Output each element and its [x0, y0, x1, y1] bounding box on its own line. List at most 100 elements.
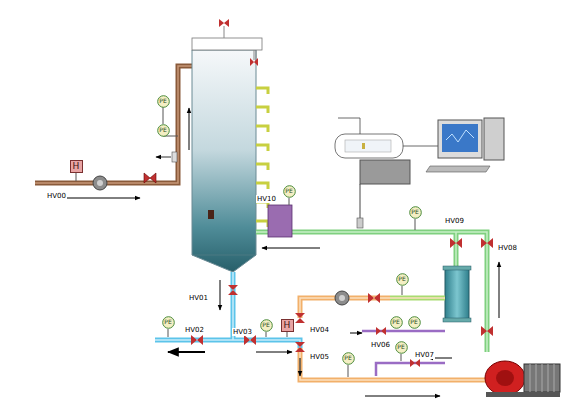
computer-part: [426, 166, 490, 172]
computer: [426, 118, 504, 172]
valve-tag: HV09: [444, 217, 465, 225]
valve-label: HV08: [497, 235, 518, 254]
valve-tag: HV10: [256, 195, 277, 203]
bottoms-pipe-part: [155, 272, 300, 348]
valve-symbol: [450, 238, 462, 248]
heat-exchanger: [443, 266, 471, 322]
valve-label: HV06: [370, 332, 391, 351]
instrument-circle-outline: [409, 206, 421, 218]
side-nozzles-part: [256, 126, 268, 132]
column: [192, 38, 262, 272]
sample-port-part: [156, 157, 171, 158]
instrument-tag: PE: [397, 344, 404, 350]
computer-part: [442, 124, 478, 152]
valve-tag: HV07: [414, 351, 435, 359]
valve-tag: HV04: [309, 326, 330, 334]
instrument-stem: [266, 332, 267, 337]
instrument-circle-outline: [408, 316, 420, 328]
valve-symbol: [295, 342, 305, 352]
valve-tag: HV00: [46, 192, 67, 200]
instrument-stem: [289, 198, 290, 205]
main-pump-part: [496, 370, 514, 386]
column-part: [192, 38, 262, 50]
side-nozzles-part: [256, 183, 268, 189]
feed-pump: [93, 176, 107, 190]
instrument-tag: PE: [398, 276, 405, 282]
circulation-pump-part: [335, 291, 349, 305]
instrument-tag: PE: [262, 322, 269, 328]
valve-symbol: [228, 285, 238, 295]
side-nozzles-part: [256, 88, 268, 94]
top-valve-part: [254, 50, 255, 60]
analyzer-part: [362, 143, 365, 149]
valve-symbol: [481, 238, 493, 248]
flow-arrow: [300, 358, 301, 376]
main-pump: [485, 361, 560, 397]
pressure-instrument: PE: [409, 206, 422, 219]
flow-arrow: [365, 396, 440, 397]
valve-label: HV05: [309, 344, 330, 363]
valve-label: HV00: [46, 183, 67, 202]
flow-cell: [268, 205, 292, 237]
top-valve-part: [250, 58, 258, 66]
circulation-pump-part: [339, 295, 345, 301]
utility-lines-part: [362, 330, 445, 333]
flow-arrow: [262, 248, 320, 249]
computer-part: [446, 130, 474, 142]
instrument-tag: H: [73, 162, 80, 171]
main-pump-part: [486, 392, 560, 397]
flow-arrow: [168, 351, 205, 353]
instrument-stem: [348, 365, 349, 377]
flow-arrow: [60, 198, 140, 199]
flow-arrow: [220, 280, 221, 310]
top-valve-part: [224, 26, 225, 38]
main-pump-part: [524, 364, 560, 392]
utility-lines: [362, 331, 445, 376]
valve-symbol: [144, 173, 156, 183]
top-valve: [219, 19, 258, 66]
heater-box: H: [70, 160, 83, 173]
analyzer-part: [345, 140, 391, 152]
instrument-circle-outline: [395, 341, 407, 353]
instrument-stem: [287, 332, 288, 337]
circulation-pump: [335, 291, 349, 305]
instrument-tag: PE: [159, 127, 166, 133]
valve-label: HV10: [256, 186, 277, 205]
heater-box: H: [281, 319, 294, 332]
computer-part: [484, 118, 504, 160]
instrument-circle-outline: [283, 185, 295, 197]
pressure-instrument: PE: [342, 352, 355, 365]
instrument-tag: PE: [411, 209, 418, 215]
valve-tag: HV06: [370, 341, 391, 349]
instrument-stem: [415, 219, 416, 230]
valve-symbol: [295, 313, 305, 323]
instrument-circle-outline: [342, 352, 354, 364]
instrument-circle-outline: [157, 124, 169, 136]
pressure-instrument: PE: [157, 124, 170, 137]
instrument-stem: [76, 172, 77, 181]
valve-symbol: [244, 335, 256, 345]
heat-exchanger-part: [445, 268, 469, 320]
valve-symbol: [191, 335, 203, 345]
sample-port-part: [172, 152, 177, 162]
valve-label: HV03: [232, 319, 253, 338]
analyzer-part: [357, 218, 363, 228]
valve-label: HV04: [309, 317, 330, 336]
computer-part: [438, 120, 482, 158]
valve-symbol: [368, 293, 380, 303]
feed-return-pipe-part: [300, 298, 488, 380]
instrument-stem: [401, 354, 402, 361]
pressure-instrument: PE: [260, 319, 273, 332]
flow-arrow: [189, 108, 190, 150]
valve-label: HV01: [188, 285, 209, 304]
instrument-tag: PE: [392, 319, 399, 325]
analyzer-part: [403, 146, 438, 147]
return-pipe-part: [256, 232, 487, 352]
top-valve-part: [219, 19, 229, 27]
heat-exchanger-part: [443, 318, 471, 322]
instrument-circle-outline: [162, 316, 174, 328]
instrument-circle-outline: [396, 273, 408, 285]
side-nozzles: [256, 88, 268, 227]
